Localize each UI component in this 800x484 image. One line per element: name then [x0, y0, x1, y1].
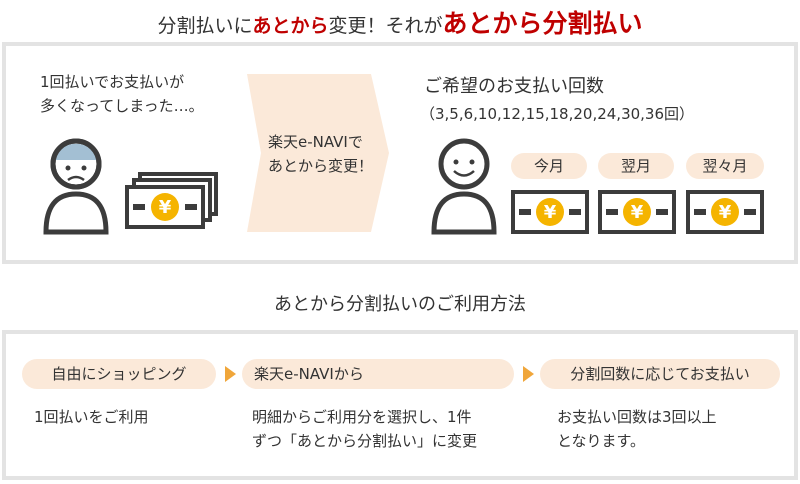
step-3-desc: お支払い回数は3回以上 となります。 — [557, 405, 717, 453]
yen-symbol: ¥ — [544, 202, 557, 223]
after-title: ご希望のお支払い回数 — [424, 76, 604, 97]
yen-symbol: ¥ — [631, 202, 644, 223]
step-1-desc: 1回払いをご利用 — [34, 405, 149, 429]
happy-person-icon — [431, 138, 497, 235]
month-label-after-next: 翌々月 — [686, 153, 764, 179]
step-3-desc-line-1: お支払い回数は3回以上 — [557, 408, 717, 426]
month-label-next: 翌月 — [598, 153, 674, 179]
step-2-desc-line-1: 明細からご利用分を選択し、1件 — [252, 408, 472, 426]
before-text-line-2: 多くなってしまった…。 — [40, 97, 204, 115]
yen-symbol: ¥ — [719, 202, 732, 223]
arrow-text-line-2: あとから変更！ — [268, 157, 374, 175]
step-3-label: 分割回数に応じてお支払い — [540, 359, 780, 389]
step-1-label: 自由にショッピング — [22, 359, 216, 389]
yen-symbol: ¥ — [159, 197, 172, 218]
step-2-desc: 明細からご利用分を選択し、1件 ずつ「あとから分割払い」に変更 — [252, 405, 477, 453]
chevron-arrow-shape — [247, 74, 389, 232]
step-2-label: 楽天e-NAVIから — [242, 359, 514, 389]
bill-icon-this-month: ¥ — [511, 190, 589, 234]
bill-icon-next-month: ¥ — [598, 190, 676, 234]
step-2-desc-line-2: ずつ「あとから分割払い」に変更 — [252, 432, 478, 450]
step-3-desc-line-2: となります。 — [557, 432, 646, 450]
bill-icon-month-after-next: ¥ — [686, 190, 764, 234]
after-counts: （3,5,6,10,12,15,18,20,24,30,36回） — [420, 105, 695, 123]
sad-person-icon — [43, 138, 109, 235]
title-part-2: あとから — [252, 15, 329, 37]
month-label-this: 今月 — [511, 153, 587, 179]
before-text: 1回払いでお支払いが 多くなってしまった…。 — [40, 70, 204, 118]
step-1-desc-line-1: 1回払いをご利用 — [34, 408, 149, 426]
money-stack-icon: ¥ — [125, 172, 218, 229]
step-arrow-icon — [225, 366, 236, 382]
title-part-4: あとから分割払い — [442, 9, 643, 38]
usage-subtitle: あとから分割払いのご利用方法 — [274, 294, 526, 315]
arrow-text-line-1: 楽天e-NAVIで — [268, 133, 363, 151]
page-title: 分割払いにあとから変更！それがあとから分割払い — [0, 0, 800, 40]
arrow-text: 楽天e-NAVIで あとから変更！ — [268, 130, 373, 178]
title-part-3: 変更！それが — [328, 15, 443, 37]
before-text-line-1: 1回払いでお支払いが — [40, 73, 185, 91]
step-arrow-icon — [523, 366, 534, 382]
title-part-1: 分割払いに — [157, 15, 253, 37]
usage-steps-panel — [2, 330, 798, 480]
